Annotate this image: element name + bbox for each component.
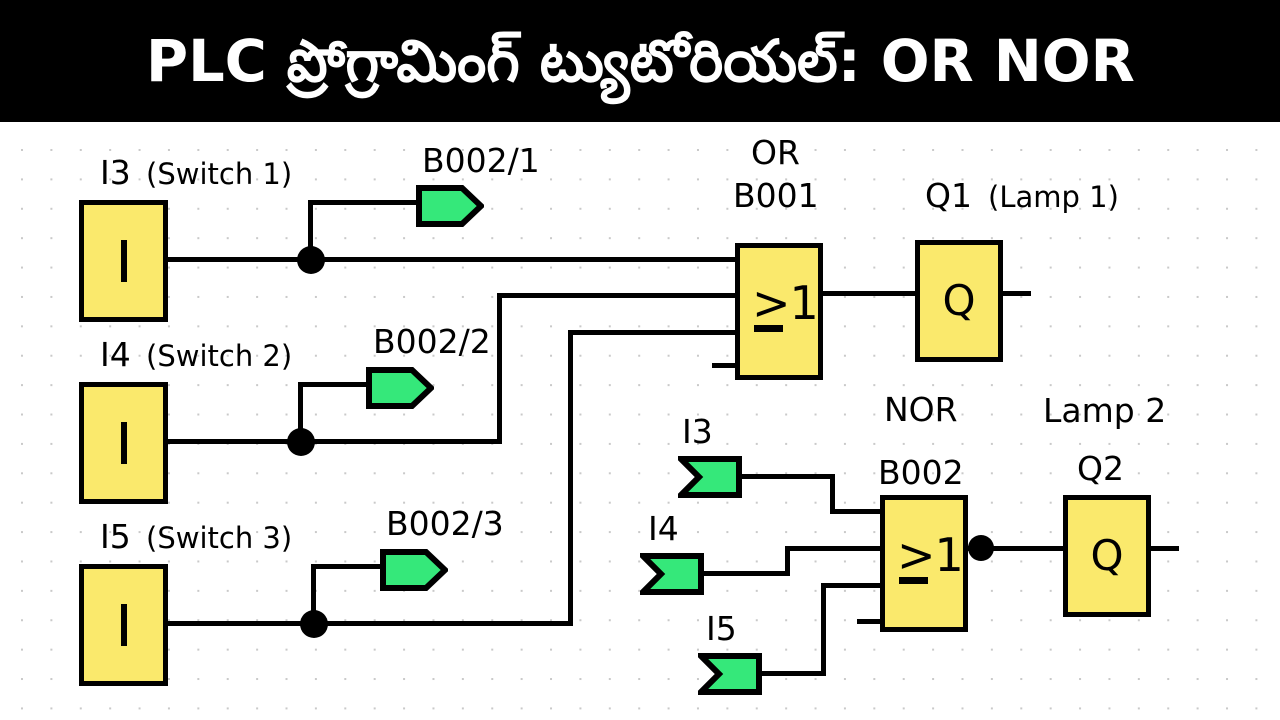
gate-block-nor-b002[interactable]: >1 [880, 495, 968, 632]
connector-b002-3[interactable] [380, 549, 448, 591]
output-glyph-text: Q [942, 276, 976, 325]
label-i3: I3 [100, 153, 131, 192]
label-i5: I5 [100, 517, 131, 556]
wire-i3-branch-riser [308, 200, 313, 259]
label-switch-1: (Switch 1) [146, 157, 293, 191]
label-q1: Q1 [925, 176, 972, 215]
wire-nor-i3-drop [830, 474, 835, 514]
label-switch-2: (Switch 2) [146, 339, 293, 373]
connector-b002-2[interactable] [366, 367, 434, 409]
wire-q1-tail [1003, 291, 1031, 296]
wire-nor-i4-riser [785, 546, 790, 576]
label-nor-in-i5: I5 [706, 609, 737, 648]
label-b002-3: B002/3 [386, 504, 504, 543]
title-banner: PLC ప్రోగ్రామింగ్ ట్యుటోరియల్: OR NOR [0, 0, 1280, 122]
input-glyph-icon [120, 240, 127, 282]
label-nor-in-i4: I4 [648, 509, 679, 548]
wire-or-to-q1 [823, 291, 915, 296]
or-symbol-icon: >1 [752, 276, 819, 344]
nor-symbol-text: >1 [897, 527, 964, 582]
output-glyph-text: Q [1090, 531, 1124, 580]
wire-i5-horizontal [168, 621, 573, 626]
junction-dot-i5 [300, 610, 328, 638]
wire-i4-branch-to-b002-2 [298, 382, 410, 387]
label-lamp-2: Lamp 2 [1043, 391, 1167, 430]
wire-i4-branch-riser [298, 382, 303, 441]
nor-connector-i5[interactable] [698, 653, 762, 695]
connector-b002-1[interactable] [416, 185, 484, 227]
label-or-title: OR [751, 133, 800, 172]
wire-i3-branch-to-b002-1 [308, 200, 420, 205]
label-b002-2: B002/2 [373, 322, 491, 361]
label-nor-in-i3: I3 [682, 412, 713, 451]
nor-connector-i4[interactable] [640, 553, 704, 595]
gate-block-or-b001[interactable]: >1 [735, 243, 823, 380]
wire-nor-i3-h2 [830, 509, 885, 514]
wire-i4-to-or [497, 293, 740, 298]
wire-i4-riser [497, 293, 502, 444]
input-glyph-icon [120, 604, 127, 646]
junction-dot-i3 [297, 246, 325, 274]
label-i4: I4 [100, 335, 131, 374]
wire-i5-to-or [568, 330, 740, 335]
or-symbol-text: >1 [752, 275, 819, 330]
wire-i5-riser [568, 330, 573, 626]
label-nor-title: NOR [884, 390, 958, 429]
wire-i4-horizontal [168, 439, 502, 444]
wire-i5-branch-riser [311, 564, 316, 623]
label-b002: B002 [878, 453, 964, 492]
wire-nor-i5-h2 [821, 583, 885, 588]
label-b001: B001 [733, 176, 819, 215]
output-block-q2[interactable]: Q [1063, 495, 1151, 617]
label-switch-3: (Switch 3) [146, 521, 293, 555]
wire-nor-i3-h1 [737, 474, 835, 479]
junction-dot-nor-output [968, 535, 994, 561]
junction-dot-i4 [287, 428, 315, 456]
input-block-i4[interactable] [79, 382, 168, 504]
wire-nor-i4-h1 [700, 571, 790, 576]
input-glyph-icon [120, 422, 127, 464]
diagram-canvas: I3 (Switch 1) I4 (Switch 2) I5 (Switch 3… [0, 122, 1280, 720]
label-b002-1: B002/1 [422, 141, 540, 180]
nor-symbol-underline [899, 576, 928, 584]
nor-connector-i3[interactable] [678, 456, 742, 498]
nor-symbol-icon: >1 [897, 528, 964, 596]
or-symbol-underline [754, 324, 783, 332]
input-block-i3[interactable] [79, 200, 168, 322]
page-title: PLC ప్రోగ్రామింగ్ ట్యుటోరియల్: OR NOR [145, 27, 1135, 95]
label-q2: Q2 [1077, 449, 1124, 488]
wire-i5-branch-to-b002-3 [311, 564, 423, 569]
wire-nor-i4-h2 [785, 546, 885, 551]
wire-i3-to-or [168, 257, 740, 262]
nor-input-stub-4 [857, 619, 885, 624]
output-block-q1[interactable]: Q [915, 240, 1003, 362]
wire-nor-i5-h1 [758, 671, 826, 676]
label-lamp-1: (Lamp 1) [988, 180, 1119, 214]
wire-q2-tail [1151, 546, 1179, 551]
or-input-stub-4 [712, 363, 740, 368]
wire-nor-to-q2 [968, 546, 1063, 551]
input-block-i5[interactable] [79, 564, 168, 686]
wire-nor-i5-riser [821, 583, 826, 676]
